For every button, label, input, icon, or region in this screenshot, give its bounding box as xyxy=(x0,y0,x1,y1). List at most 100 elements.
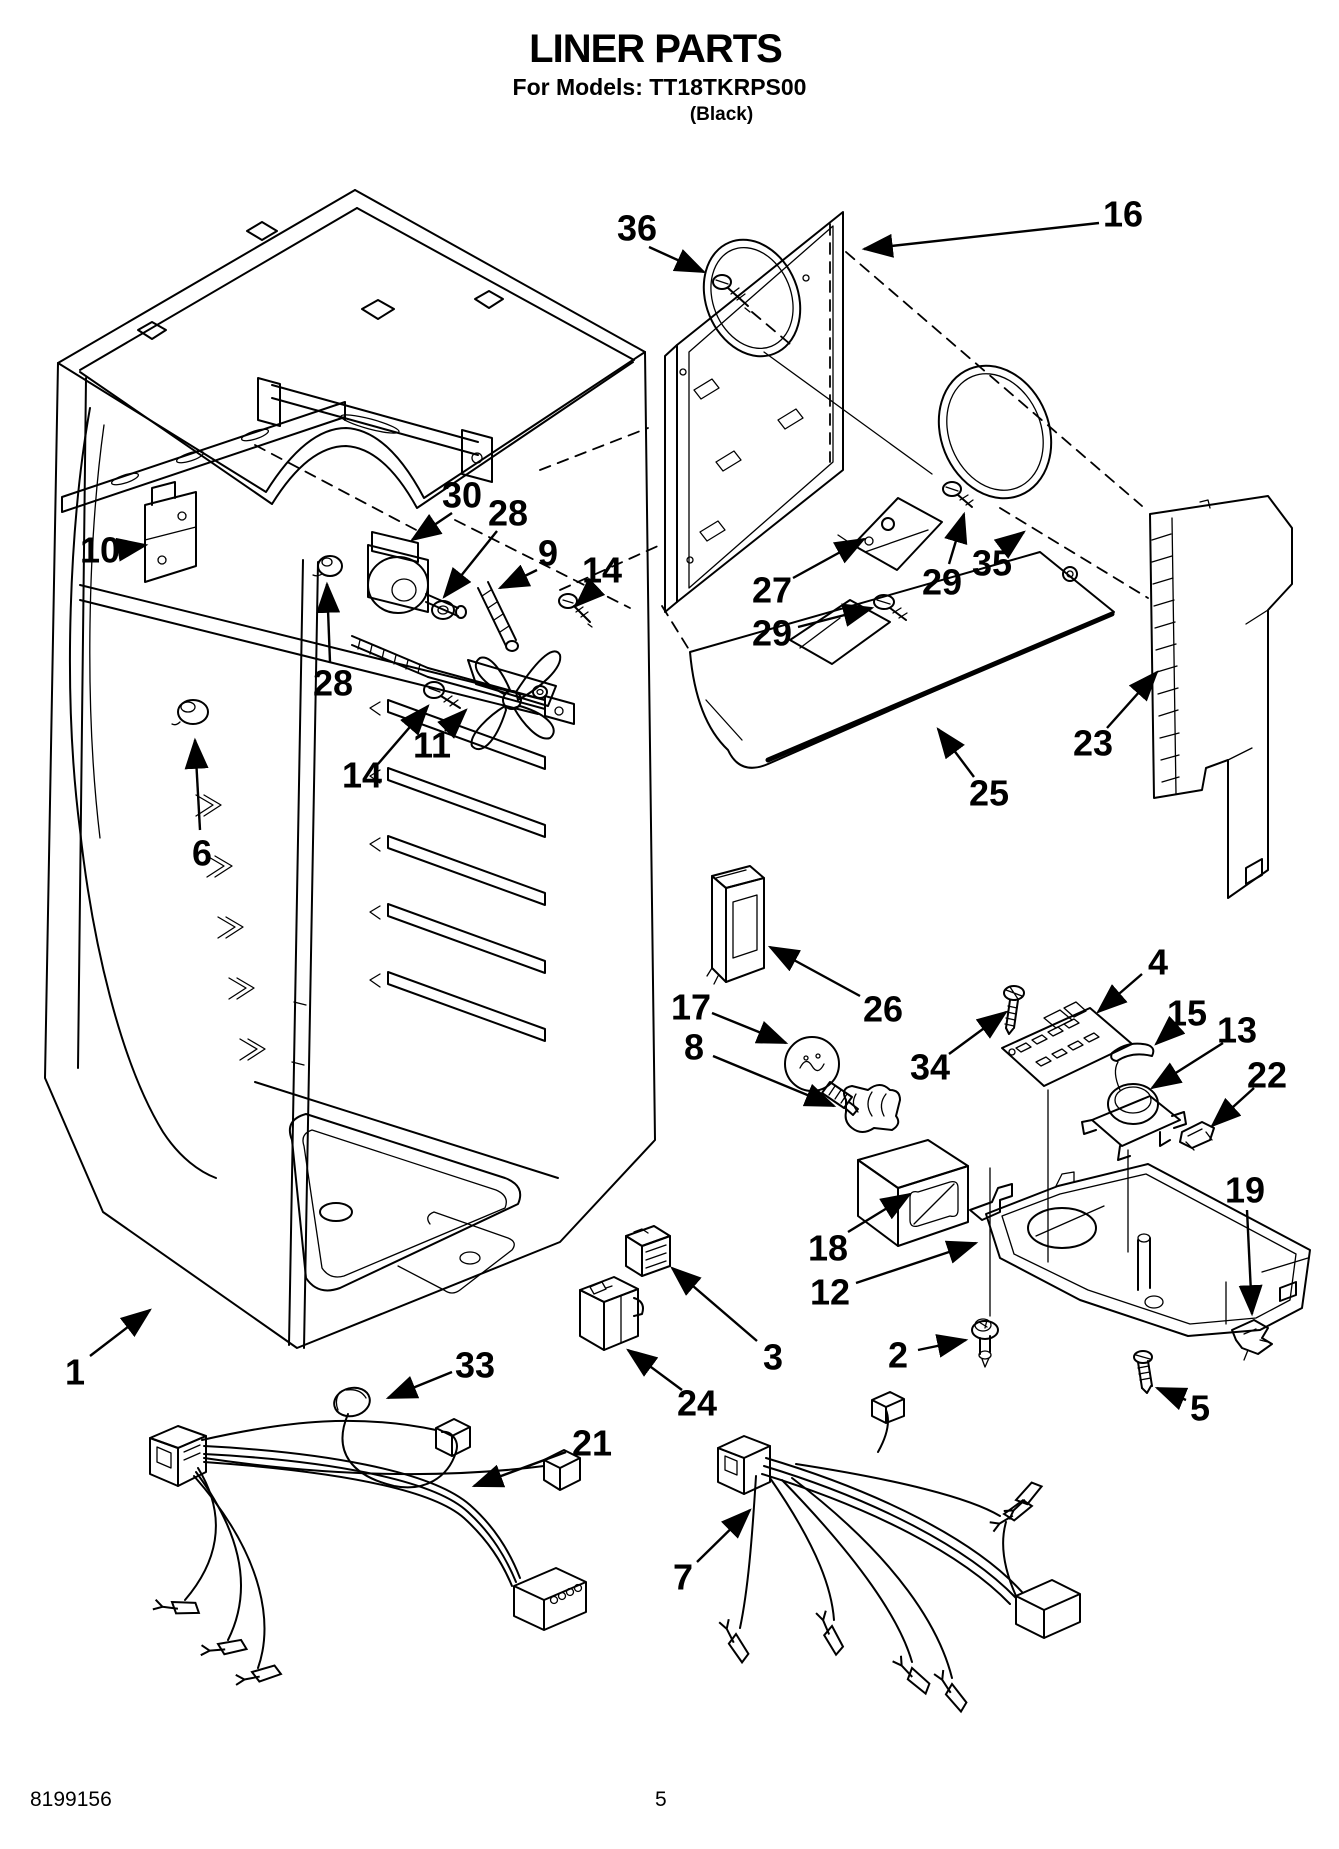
callout-14b: 14 xyxy=(342,704,430,796)
air-duct-23 xyxy=(1149,495,1293,899)
callout-25-label: 25 xyxy=(969,773,1009,814)
callout-5: 5 xyxy=(1154,1386,1210,1429)
motor-grommet-28-left xyxy=(312,555,343,577)
callout-5-arrow xyxy=(1154,1386,1189,1411)
callout-22: 22 xyxy=(1210,1055,1287,1128)
callout-6: 6 xyxy=(184,737,212,874)
callout-10-label: 10 xyxy=(80,530,120,571)
callout-19-label: 19 xyxy=(1225,1170,1265,1211)
callout-28b-label: 28 xyxy=(313,663,353,704)
liner-flange-curve xyxy=(68,407,217,1179)
top-hole xyxy=(137,321,167,340)
switch-26 xyxy=(706,865,765,985)
callout-15-label: 15 xyxy=(1167,993,1207,1034)
callout-21-arrow xyxy=(471,1450,567,1488)
screw-11-14 xyxy=(423,681,461,709)
callout-25: 25 xyxy=(936,727,1009,814)
callout-16-label: 16 xyxy=(1103,194,1143,235)
callout-7-arrow xyxy=(696,1508,752,1563)
sensor-bracket-12 xyxy=(969,1183,1013,1221)
page-number: 5 xyxy=(655,1788,667,1811)
liner-cabinet xyxy=(44,189,659,1349)
callout-26: 26 xyxy=(767,945,903,1030)
callout-1: 1 xyxy=(65,1308,152,1393)
thermostat-13 xyxy=(1081,1061,1187,1161)
callout-15: 15 xyxy=(1154,993,1207,1046)
wire-harness-7 xyxy=(717,1391,1081,1717)
fan-shaft-9 xyxy=(477,581,519,652)
callout-12: 12 xyxy=(810,1240,979,1313)
callout-10: 10 xyxy=(80,530,149,571)
callout-15-arrow xyxy=(1154,1015,1186,1046)
thermistor-2 xyxy=(971,1318,999,1368)
document-number: 8199156 xyxy=(30,1788,112,1811)
callout-36-label: 36 xyxy=(617,208,657,249)
callout-6-arrow xyxy=(184,737,209,831)
callout-8-arrow xyxy=(712,1054,837,1108)
callout-30-arrow xyxy=(410,512,453,542)
evaporator-fan-motor xyxy=(367,531,467,619)
light-bulb-17 xyxy=(784,1036,859,1116)
light-lens-18 xyxy=(857,1139,969,1247)
callout-3-label: 3 xyxy=(763,1337,783,1378)
callout-29a-arrow xyxy=(797,603,875,629)
defrost-control-board-4 xyxy=(1001,1001,1133,1087)
top-hole xyxy=(246,221,278,241)
callout-29b: 29 xyxy=(922,511,968,603)
callout-36: 36 xyxy=(617,208,707,274)
callout-35-label: 35 xyxy=(972,543,1012,584)
callout-24-label: 24 xyxy=(677,1383,717,1424)
grille-ring-35 xyxy=(937,364,1053,500)
models-line: For Models: TT18TKRPS00 xyxy=(512,74,807,100)
callout-1-arrow xyxy=(89,1308,152,1357)
title-block: LINER PARTS For Models: TT18TKRPS00 (Bla… xyxy=(0,28,1339,126)
callout-14a: 14 xyxy=(574,550,622,608)
screw-36 xyxy=(712,274,791,345)
callout-4-label: 4 xyxy=(1148,942,1168,983)
callout-29b-arrow xyxy=(944,511,968,565)
callout-18-arrow xyxy=(847,1192,913,1234)
callout-13-label: 13 xyxy=(1217,1010,1257,1051)
callout-33-arrow xyxy=(385,1370,453,1400)
callout-2-label: 2 xyxy=(888,1335,908,1376)
callout-6-label: 6 xyxy=(192,833,212,874)
callout-8-label: 8 xyxy=(684,1027,704,1068)
callout-28b-arrow xyxy=(316,581,341,663)
callout-30-label: 30 xyxy=(442,475,482,516)
bracket-27 xyxy=(837,497,943,571)
callout-30: 30 xyxy=(410,475,482,542)
drain-pan xyxy=(969,1163,1311,1337)
callout-33: 33 xyxy=(385,1345,495,1400)
callout-14a-label: 14 xyxy=(582,550,622,591)
wire-harness-21 xyxy=(149,1418,587,1689)
motor-grommet-28-right xyxy=(431,600,455,620)
evaporator-cover-panel-16 xyxy=(661,211,1149,649)
center-mullion xyxy=(303,561,319,1349)
callout-16: 16 xyxy=(861,194,1143,258)
callout-29a: 29 xyxy=(752,603,875,654)
callout-14b-arrow xyxy=(377,704,430,765)
callout-11: 11 xyxy=(413,708,468,766)
callout-5-label: 5 xyxy=(1190,1388,1210,1429)
callout-12-label: 12 xyxy=(810,1272,850,1313)
callout-11-arrow xyxy=(437,708,468,739)
callout-27-label: 27 xyxy=(752,570,792,611)
callout-29a-label: 29 xyxy=(752,613,792,654)
callout-19: 19 xyxy=(1225,1170,1265,1317)
shelf-rail-front xyxy=(61,401,346,513)
callout-34-label: 34 xyxy=(910,1047,950,1088)
callout-36-arrow xyxy=(648,245,707,274)
callout-27: 27 xyxy=(752,537,867,611)
callout-22-label: 22 xyxy=(1247,1055,1287,1096)
callout-33-label: 33 xyxy=(455,1345,495,1386)
grommet-33 xyxy=(333,1386,458,1489)
callout-18: 18 xyxy=(808,1192,913,1269)
callout-3: 3 xyxy=(670,1266,783,1378)
screw-5 xyxy=(1133,1350,1153,1394)
callout-28a: 28 xyxy=(442,493,528,599)
callout-28a-label: 28 xyxy=(488,493,528,534)
callout-2-arrow xyxy=(917,1334,969,1358)
clip-22 xyxy=(1179,1121,1215,1151)
